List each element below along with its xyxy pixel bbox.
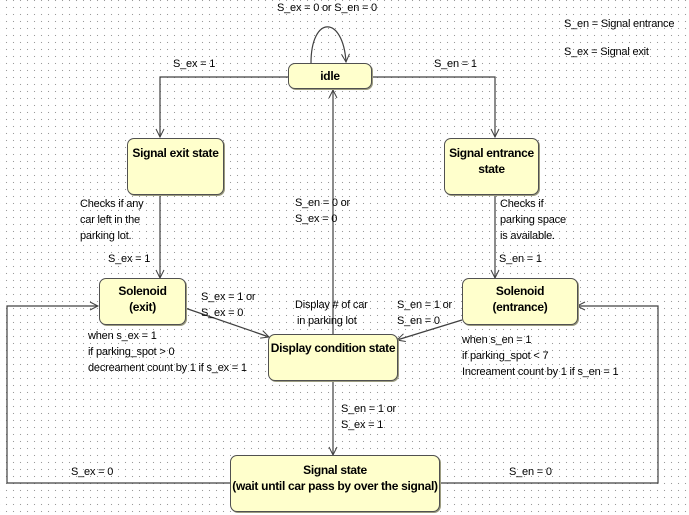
state-signal-exit-title: Signal exit state bbox=[132, 146, 219, 160]
state-solenoid-exit-line2: (exit) bbox=[129, 300, 156, 314]
label-idle-to-entrance: S_en = 1 bbox=[434, 58, 477, 70]
state-display-condition[interactable]: Display condition state bbox=[268, 334, 398, 381]
edge-solenoid-entrance-to-display bbox=[397, 319, 463, 340]
label-solenoid-entrance-to-display: S_en = 1 or S_en = 0 bbox=[397, 297, 452, 329]
label-solenoid-exit-to-display: S_ex = 1 or S_ex = 0 bbox=[201, 289, 256, 321]
label-solenoid-exit-to-display-line1: S_ex = 1 or bbox=[201, 291, 256, 303]
label-solenoid-entrance-to-display-line2: S_en = 0 bbox=[397, 315, 440, 327]
state-signal-entrance-line1: Signal entrance bbox=[449, 146, 534, 160]
state-solenoid-entrance-line2: (entrance) bbox=[492, 300, 548, 314]
state-idle-title: idle bbox=[320, 69, 340, 83]
edge-idle-to-signal-exit bbox=[160, 76, 288, 137]
note-exit-check-line2: car left in the bbox=[80, 214, 140, 226]
label-display-to-signal-line1: S_en = 1 or bbox=[341, 403, 396, 415]
state-signal[interactable]: Signal state (wait until car pass by ove… bbox=[230, 455, 440, 512]
note-solenoid-exit-line3: decreament count by 1 if s_ex = 1 bbox=[88, 362, 247, 374]
edge-idle-to-signal-entrance bbox=[372, 76, 495, 137]
state-solenoid-exit-line1: Solenoid bbox=[118, 284, 167, 298]
edge-signal-to-solenoid-exit bbox=[6, 306, 230, 484]
state-idle[interactable]: idle bbox=[288, 63, 372, 89]
label-idle-self: S_ex = 0 or S_en = 0 bbox=[277, 2, 377, 14]
note-solenoid-exit-line1: when s_ex = 1 bbox=[88, 330, 157, 342]
note-solenoid-entrance-line1: when s_en = 1 bbox=[462, 334, 532, 346]
note-solenoid-entrance: when s_en = 1 if parking_spot < 7 Increa… bbox=[462, 332, 619, 380]
note-solenoid-exit: when s_ex = 1 if parking_spot > 0 decrea… bbox=[88, 328, 247, 376]
label-idle-to-exit: S_ex = 1 bbox=[173, 58, 216, 70]
note-entrance-check: Checks if parking space is available. bbox=[500, 196, 566, 244]
state-solenoid-entrance-line1: Solenoid bbox=[495, 284, 545, 298]
label-display-to-idle-line1: S_en = 0 or bbox=[295, 197, 350, 209]
label-display-to-signal-line2: S_ex = 1 bbox=[341, 419, 384, 431]
note-solenoid-exit-line2: if parking_spot > 0 bbox=[88, 346, 175, 358]
note-display-line2: in parking lot bbox=[297, 315, 357, 327]
label-solenoid-exit-to-display-line2: S_ex = 0 bbox=[201, 307, 244, 319]
state-solenoid-exit[interactable]: Solenoid (exit) bbox=[99, 278, 186, 325]
note-display-line1: Display # of car bbox=[295, 299, 368, 311]
label-signal-to-solenoid-exit: S_ex = 0 bbox=[71, 466, 114, 478]
label-display-to-signal: S_en = 1 or S_ex = 1 bbox=[341, 401, 396, 433]
label-solenoid-entrance-to-display-line1: S_en = 1 or bbox=[397, 299, 452, 311]
edge-solenoid-exit-to-display bbox=[184, 307, 269, 337]
note-entrance-check-line2: parking space bbox=[500, 214, 566, 226]
edge-idle-self bbox=[310, 26, 346, 63]
state-signal-line1: Signal state bbox=[303, 463, 367, 477]
note-exit-check-line1: Checks if any bbox=[80, 198, 144, 210]
label-exit-to-solenoid: S_ex = 1 bbox=[108, 253, 151, 265]
note-solenoid-entrance-line2: if parking_spot < 7 bbox=[462, 350, 549, 362]
note-exit-check: Checks if any car left in the parking lo… bbox=[80, 196, 144, 244]
label-display-to-idle-line2: S_ex = 0 bbox=[295, 213, 338, 225]
note-entrance-check-line3: is available. bbox=[500, 230, 555, 242]
note-exit-check-line3: parking lot. bbox=[80, 230, 132, 242]
edge-signal-to-solenoid-entrance bbox=[439, 306, 659, 484]
state-signal-line2: (wait until car pass by over the signal) bbox=[232, 479, 438, 493]
state-display-condition-title: Display condition state bbox=[270, 341, 396, 355]
state-solenoid-entrance[interactable]: Solenoid (entrance) bbox=[462, 278, 578, 325]
state-signal-entrance[interactable]: Signal entrance state bbox=[444, 138, 539, 195]
label-entrance-to-solenoid: S_en = 1 bbox=[499, 253, 542, 265]
state-signal-entrance-line2: state bbox=[478, 162, 505, 176]
note-display: Display # of car in parking lot bbox=[295, 297, 368, 329]
legend-en: S_en = Signal entrance bbox=[564, 18, 675, 30]
label-display-to-idle: S_en = 0 or S_ex = 0 bbox=[295, 195, 350, 227]
note-entrance-check-line1: Checks if bbox=[500, 198, 544, 210]
label-signal-to-solenoid-entrance: S_en = 0 bbox=[509, 466, 552, 478]
note-solenoid-entrance-line3: Increament count by 1 if s_en = 1 bbox=[462, 366, 619, 378]
legend-ex: S_ex = Signal exit bbox=[564, 46, 649, 58]
state-signal-exit[interactable]: Signal exit state bbox=[127, 138, 224, 195]
